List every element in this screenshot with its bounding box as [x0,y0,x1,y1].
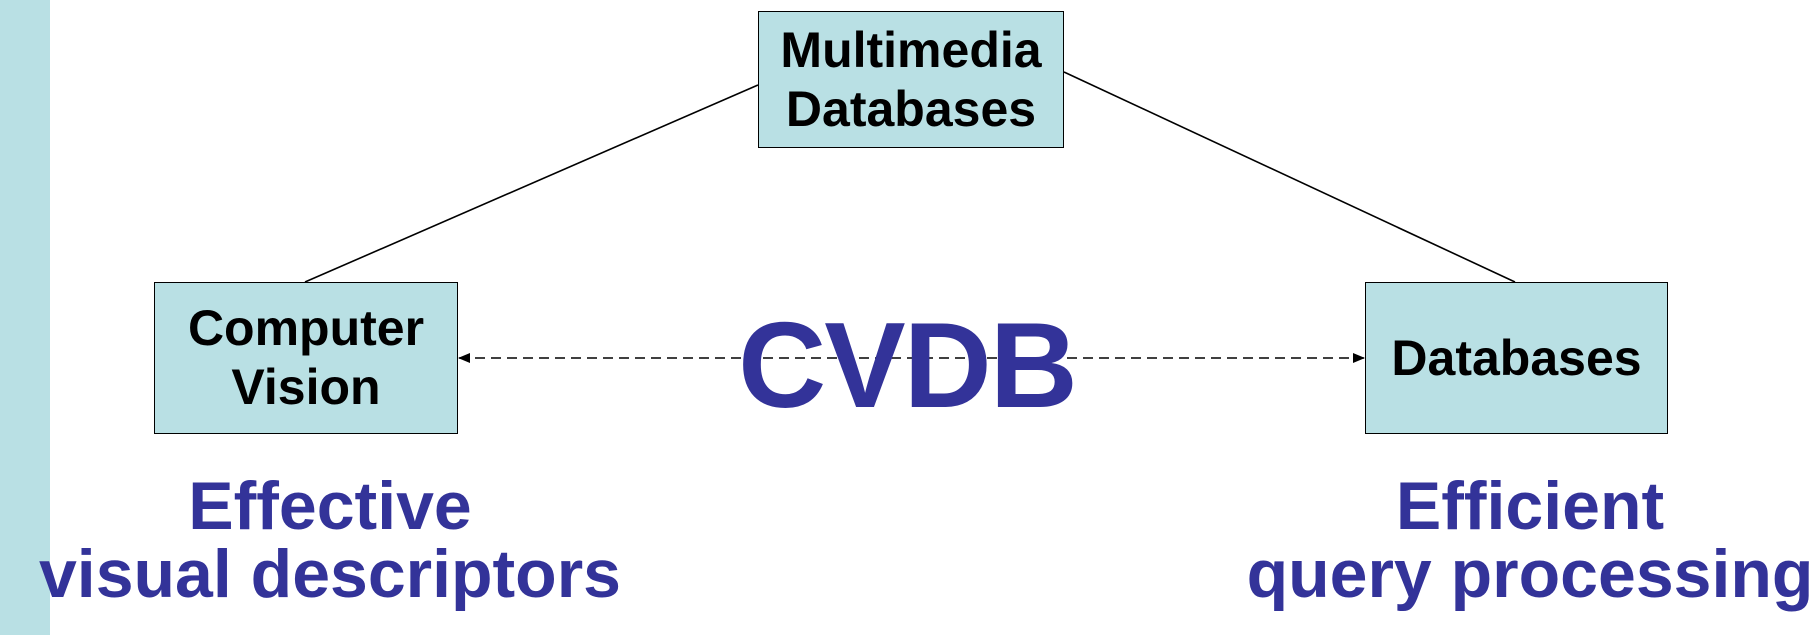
edge-multimedia-to-computer-vision [304,84,759,283]
node-cv-line2: Vision [231,359,381,415]
node-multimedia-line2: Databases [785,80,1037,137]
caption-left: Effective visual descriptors [0,472,660,608]
center-label-cvdb: CVDB [738,297,1078,433]
caption-right-line2: query processing [1246,536,1814,612]
side-accent-bar [0,0,50,635]
node-databases: Databases [1365,282,1668,434]
node-cv-line1: Computer [187,300,425,356]
caption-left-line1: Effective [188,468,472,544]
caption-right: Efficient query processing [1210,472,1814,608]
caption-left-line2: visual descriptors [38,536,622,612]
node-computer-vision: Computer Vision [154,282,458,434]
caption-right-line1: Efficient [1395,468,1665,544]
node-multimedia-line1: Multimedia [780,21,1042,78]
edge-multimedia-to-databases [1063,71,1516,283]
node-multimedia-databases: Multimedia Databases [758,11,1064,148]
node-db-label: Databases [1391,329,1642,386]
